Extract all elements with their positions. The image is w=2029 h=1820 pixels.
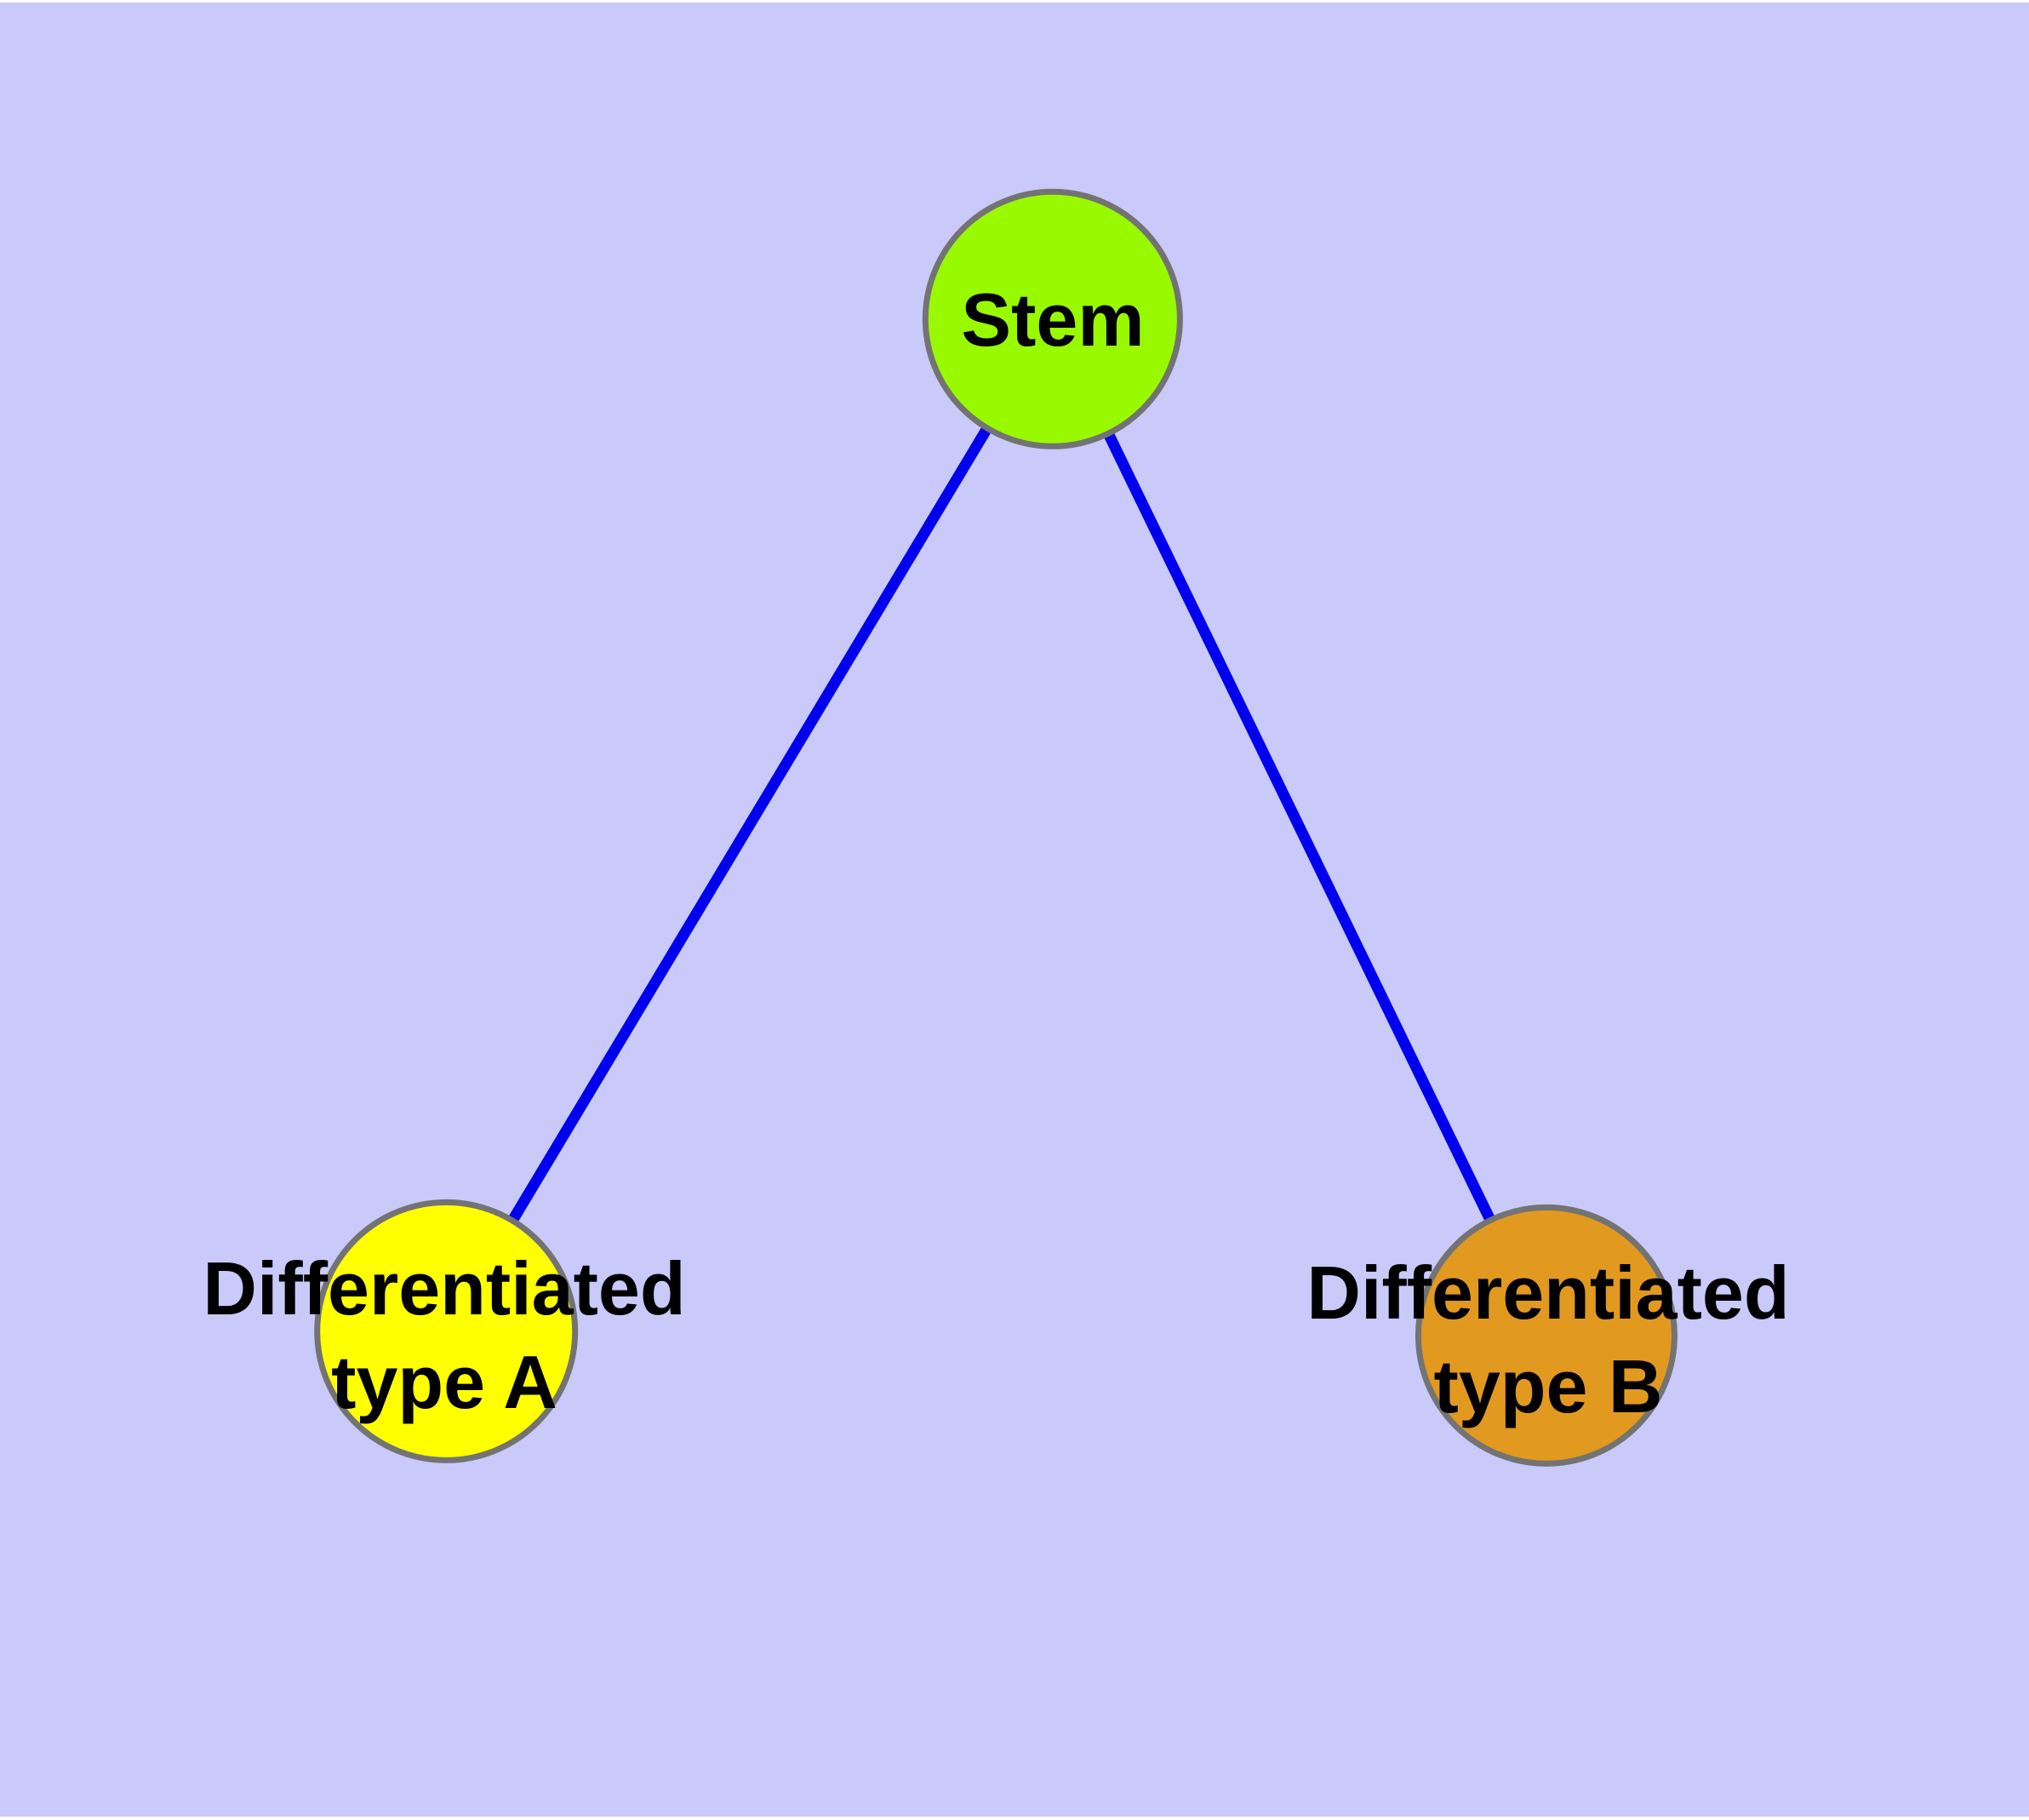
edge-stem-to-type-b	[1048, 316, 1552, 1338]
node-type-b-circle	[1415, 1204, 1677, 1467]
edge-stem-to-type-a	[441, 316, 1058, 1335]
node-stem-circle	[922, 188, 1183, 449]
cell-lineage-graph	[314, 188, 1677, 1467]
node-type-a-circle	[314, 1199, 579, 1463]
